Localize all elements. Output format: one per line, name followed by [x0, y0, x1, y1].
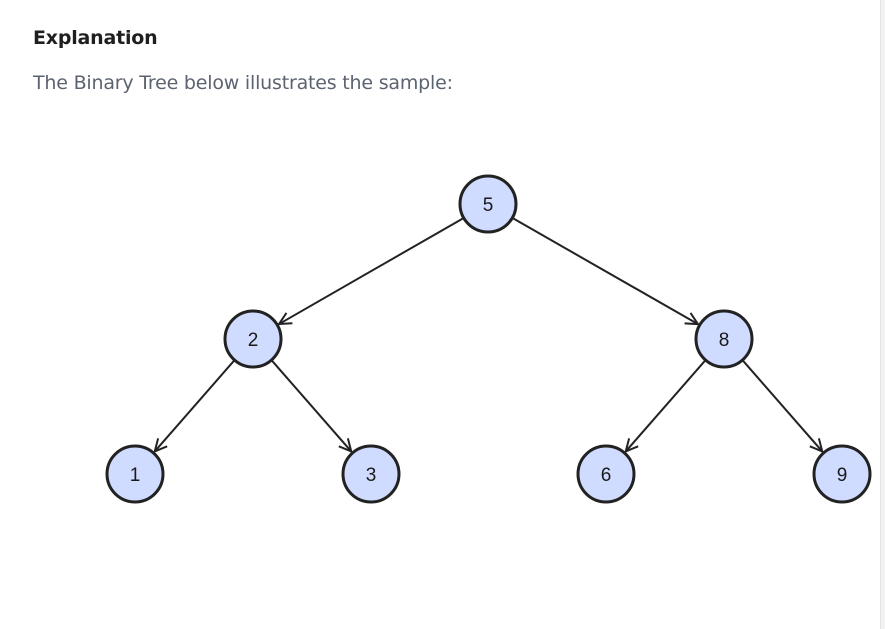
node-label: 6	[601, 465, 612, 486]
edge-2-3	[271, 360, 351, 452]
tree-node-8: 8	[694, 309, 754, 369]
tree-node-6: 6	[576, 444, 636, 504]
edge-8-6	[626, 360, 706, 452]
node-circle	[576, 444, 636, 504]
node-circle	[223, 309, 283, 369]
tree-node-9: 9	[812, 444, 872, 504]
edge-5-2	[279, 217, 464, 324]
edge-8-9	[742, 360, 822, 452]
tree-node-1: 1	[105, 444, 165, 504]
node-circle	[105, 444, 165, 504]
explanation-description: The Binary Tree below illustrates the sa…	[33, 72, 453, 94]
node-label: 1	[130, 465, 141, 486]
node-circle	[458, 174, 518, 234]
tree-node-5: 5	[458, 174, 518, 234]
explanation-heading: Explanation	[33, 27, 158, 49]
node-label: 3	[366, 465, 377, 486]
node-label: 9	[837, 465, 848, 486]
node-circle	[341, 444, 401, 504]
node-label: 2	[248, 330, 259, 351]
node-label: 8	[719, 330, 730, 351]
tree-node-3: 3	[341, 444, 401, 504]
node-circle	[812, 444, 872, 504]
edge-5-8	[512, 217, 698, 324]
tree-node-2: 2	[223, 309, 283, 369]
edge-2-1	[155, 360, 235, 452]
node-label: 5	[483, 195, 494, 216]
scrollbar-track[interactable]	[880, 0, 885, 629]
node-circle	[694, 309, 754, 369]
tree-edges	[155, 217, 823, 452]
